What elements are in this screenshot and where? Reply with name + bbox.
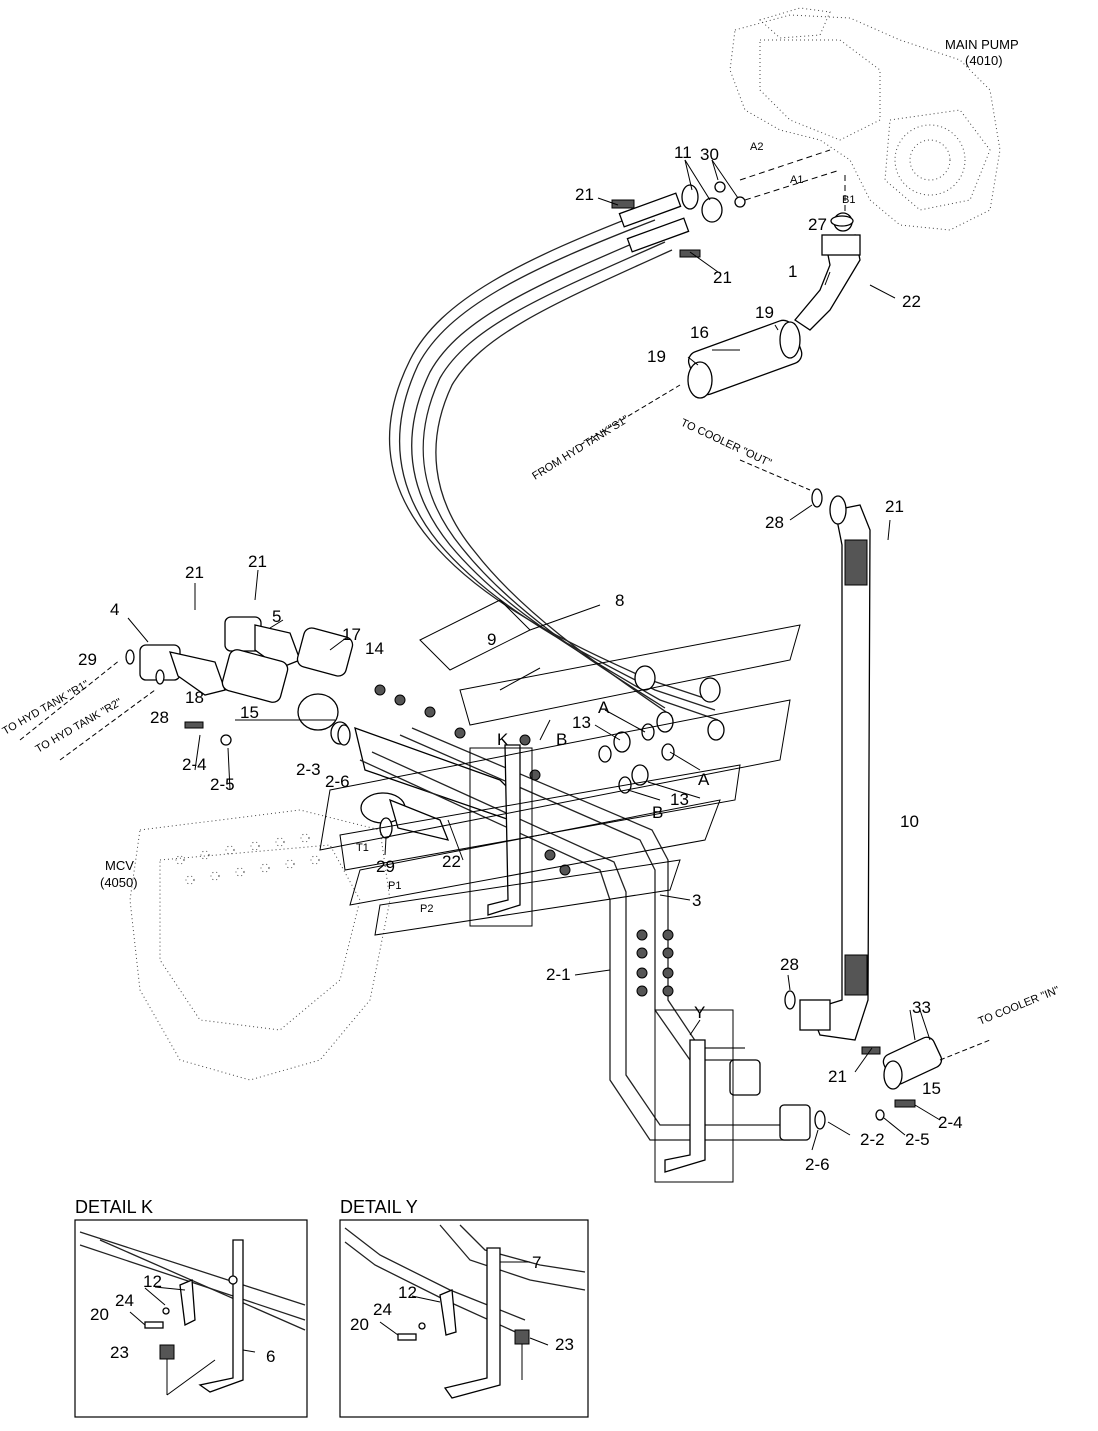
callout-y-main: Y: [694, 1003, 705, 1022]
callout-16: 16: [690, 323, 709, 342]
callout-19-a: 19: [755, 303, 774, 322]
callout-2-3: 2-3: [296, 760, 321, 779]
callout-13-a: 13: [572, 713, 591, 732]
callout-21-d: 21: [185, 563, 204, 582]
to-cooler-out-label: TO COOLER "OUT": [679, 417, 774, 470]
callout-b-a: B: [556, 730, 567, 749]
callout-10: 10: [900, 812, 919, 831]
pump-port-lines: [739, 149, 846, 215]
callout-21-e: 21: [248, 552, 267, 571]
callout-22-b: 22: [442, 852, 461, 871]
callout-21-f: 21: [828, 1067, 847, 1086]
detail-y-panel: DETAIL Y 7 12 24 20 23: [339, 1197, 589, 1418]
callout-3: 3: [692, 891, 701, 910]
detail-k-callout-24: 24: [115, 1291, 134, 1310]
callout-28-a: 28: [765, 513, 784, 532]
callout-11: 11: [674, 143, 692, 162]
from-hyd-tank-s1-label: FROM HYD TANK"S1": [530, 413, 631, 482]
callout-2-4-a: 2-4: [182, 755, 207, 774]
pressure-hoses: [388, 209, 719, 721]
detail-y-callout-23: 23: [555, 1335, 574, 1354]
port-p2: P2: [420, 903, 433, 915]
mcv-ghost: [129, 809, 391, 1081]
detail-k-title: DETAIL K: [75, 1197, 153, 1217]
callout-21-c: 21: [885, 497, 904, 516]
detail-refs: K: [497, 730, 509, 749]
detail-y-callout-12: 12: [398, 1283, 417, 1302]
detail-y-callout-20: 20: [350, 1315, 369, 1334]
detail-k-callout-20: 20: [90, 1305, 109, 1324]
callout-5: 5: [272, 607, 281, 626]
callout-33: 33: [912, 998, 931, 1017]
callout-2-5-a: 2-5: [210, 775, 235, 794]
port-labels: A2 A1 B1 T1 P1 P2: [356, 141, 855, 915]
callout-4: 4: [110, 600, 119, 619]
callout-labels: 21 11 30 21 27 1 22 19 16 19 21 28 21 21…: [78, 143, 963, 1174]
callout-27: 27: [808, 215, 827, 234]
callout-2-5-b: 2-5: [905, 1130, 930, 1149]
cooler-in-hose: [861, 1036, 943, 1108]
callout-13-b: 13: [670, 790, 689, 809]
pump-hose-fittings: [611, 181, 746, 258]
port-fittings: [598, 665, 725, 794]
callout-15-a: 15: [240, 703, 259, 722]
detail-y-title: DETAIL Y: [340, 1197, 418, 1217]
main-pump-title: MAIN PUMP: [945, 37, 1019, 52]
callout-14: 14: [365, 639, 384, 658]
callout-28-c: 28: [780, 955, 799, 974]
detail-k-panel: DETAIL K 12 24 20 23 6: [74, 1197, 308, 1418]
suction-line: [687, 212, 861, 399]
component-titles: MAIN PUMP (4010) MCV (4050): [100, 37, 1019, 890]
callout-2-4-b: 2-4: [938, 1113, 963, 1132]
callout-9: 9: [487, 630, 496, 649]
mcv-title: MCV: [105, 858, 134, 873]
port-p1: P1: [388, 880, 401, 892]
detail-ref-k: K: [497, 730, 509, 749]
callout-30: 30: [700, 145, 719, 164]
callout-1: 1: [788, 262, 797, 281]
port-t1: T1: [356, 842, 369, 854]
callout-b-b: B: [652, 803, 663, 822]
detail-k-callout-12: 12: [143, 1272, 162, 1291]
main-pump-code: (4010): [965, 53, 1003, 68]
port-a2: A2: [750, 141, 763, 153]
callout-8: 8: [615, 591, 624, 610]
callout-29-b: 29: [376, 857, 395, 876]
left-return-parts: [139, 616, 354, 746]
callout-28-b: 28: [150, 708, 169, 727]
background-shapes: [319, 599, 801, 936]
to-cooler-in-label: TO COOLER "IN": [977, 984, 1062, 1028]
callout-15-b: 15: [922, 1079, 941, 1098]
callout-2-6-b: 2-6: [805, 1155, 830, 1174]
mcv-bolt-pattern: [175, 833, 320, 885]
callout-21-b: 21: [713, 268, 732, 287]
callout-19-b: 19: [647, 347, 666, 366]
callout-2-2: 2-2: [860, 1130, 885, 1149]
detail-y-callout-24: 24: [373, 1300, 392, 1319]
callout-a-b: A: [698, 770, 710, 789]
callout-2-6-a: 2-6: [325, 772, 350, 791]
callout-22-a: 22: [902, 292, 921, 311]
main-pump-ghost: [729, 7, 1001, 231]
callout-21-a: 21: [575, 185, 594, 204]
main-view-brackets: [469, 744, 734, 1183]
callout-2-1: 2-1: [546, 965, 571, 984]
o-rings: [125, 215, 885, 1130]
callout-a-a: A: [598, 698, 610, 717]
callout-17: 17: [342, 625, 361, 644]
leader-lines: [127, 159, 941, 1151]
callout-29-a: 29: [78, 650, 97, 669]
callout-18: 18: [185, 688, 204, 707]
port-b1: B1: [842, 194, 855, 206]
detail-y-callout-7: 7: [532, 1253, 541, 1272]
port-a1: A1: [790, 174, 803, 186]
mcv-manifold-pipes: [354, 684, 811, 1141]
manifold-bolts: [374, 684, 674, 997]
mcv-code: (4050): [100, 875, 138, 890]
return-pipe-10: [799, 495, 871, 1041]
detail-k-callout-6: 6: [266, 1347, 275, 1366]
flow-arrows: [19, 384, 991, 1061]
detail-k-callout-23: 23: [110, 1343, 129, 1362]
